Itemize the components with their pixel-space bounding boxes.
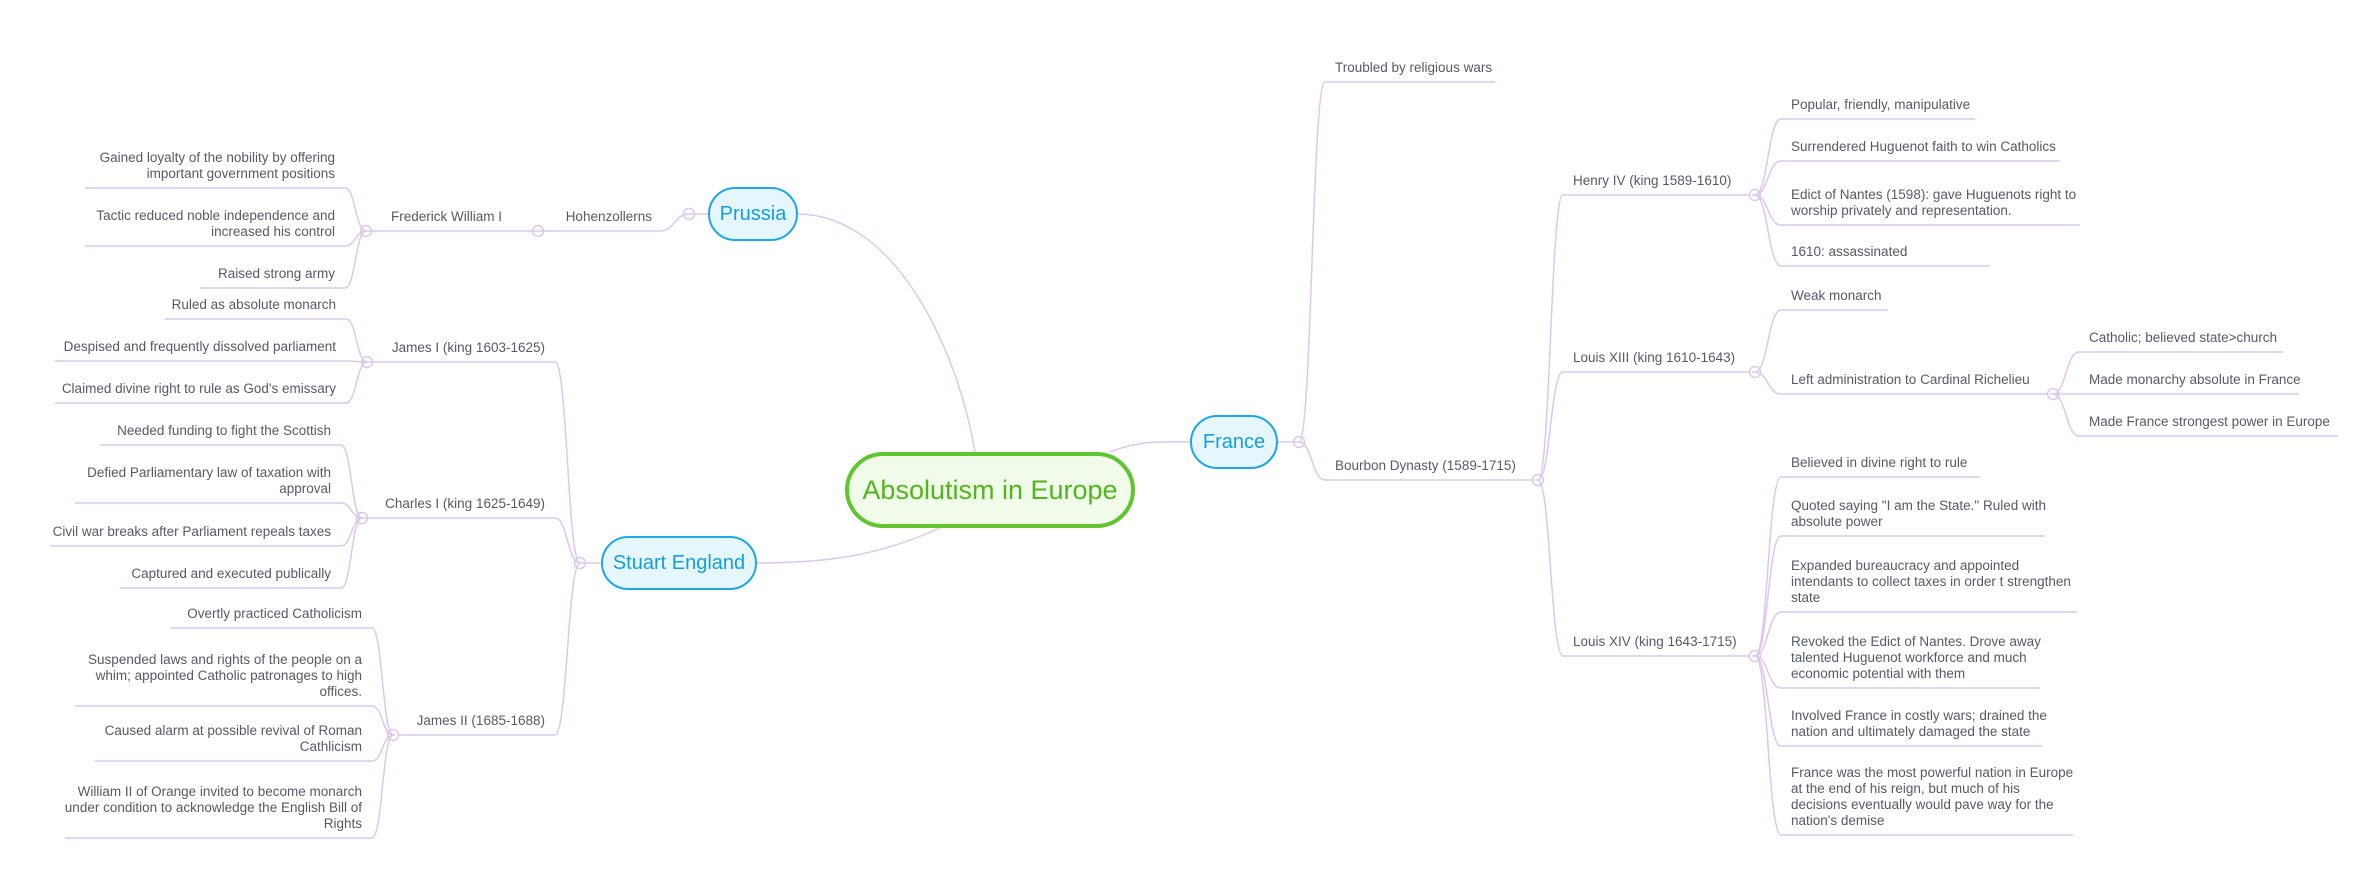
connector-line bbox=[344, 230, 367, 289]
connector-line bbox=[371, 627, 394, 736]
topic-stuart-england[interactable]: Stuart England bbox=[601, 536, 757, 590]
leaf-item[interactable]: William II of Orange invited to become m… bbox=[64, 784, 362, 831]
connector-line bbox=[1537, 479, 1564, 657]
connector-line bbox=[345, 318, 368, 363]
connector-line bbox=[2052, 393, 2080, 437]
connector-line bbox=[1754, 118, 1782, 196]
leaf-item[interactable]: Tactic reduced noble independence and in… bbox=[96, 208, 335, 239]
connector-line bbox=[1754, 371, 1782, 395]
connector-line bbox=[1754, 535, 1782, 657]
leaf-item[interactable]: Quoted saying "I am the State." Ruled wi… bbox=[1791, 498, 2046, 529]
leaf-item[interactable]: Edict of Nantes (1598): gave Huguenots r… bbox=[1791, 187, 2077, 218]
topic-charles-i[interactable]: Charles I (king 1625-1649) bbox=[385, 496, 545, 511]
leaf-item[interactable]: Suspended laws and rights of the people … bbox=[88, 652, 362, 699]
leaf-item[interactable]: Gained loyalty of the nobility by offeri… bbox=[99, 150, 335, 181]
connector-line bbox=[1754, 655, 1782, 747]
topic-cardinal-richelieu[interactable]: Left administration to Cardinal Richelie… bbox=[1791, 372, 2030, 387]
leaf-item[interactable]: Weak monarch bbox=[1791, 288, 1882, 303]
leaf-item[interactable]: Defied Parliamentary law of taxation wit… bbox=[87, 465, 331, 496]
connector-line bbox=[1298, 81, 1326, 443]
topic-prussia[interactable]: Prussia bbox=[708, 187, 798, 241]
connector-line bbox=[371, 734, 394, 839]
connector-line bbox=[340, 444, 363, 519]
topic-hohenzollerns[interactable]: Hohenzollerns bbox=[565, 209, 652, 224]
connector-line bbox=[554, 517, 581, 564]
root-topic[interactable]: Absolutism in Europe bbox=[845, 452, 1135, 528]
topic-james-i[interactable]: James I (king 1603-1625) bbox=[391, 340, 545, 355]
connector-line bbox=[1537, 194, 1564, 481]
leaf-item[interactable]: Made monarchy absolute in France bbox=[2089, 372, 2301, 387]
connector-line bbox=[345, 361, 368, 404]
connector-line bbox=[1298, 441, 1326, 481]
connector-line bbox=[554, 361, 581, 564]
leaf-item[interactable]: Revoked the Edict of Nantes. Drove away … bbox=[1791, 634, 2041, 681]
leaf-item[interactable]: Made France strongest power in Europe bbox=[2089, 414, 2330, 429]
topic-frederick-william-i[interactable]: Frederick William I bbox=[390, 209, 502, 224]
connector-line bbox=[1754, 160, 1782, 196]
leaf-item[interactable]: Civil war breaks after Parliament repeal… bbox=[52, 524, 331, 539]
leaf-item[interactable]: Needed funding to fight the Scottish bbox=[117, 423, 331, 438]
leaf-item[interactable]: Claimed divine right to rule as God's em… bbox=[61, 381, 336, 396]
connector-line bbox=[1754, 611, 1782, 657]
leaf-item[interactable]: Overtly practiced Catholicism bbox=[187, 606, 362, 621]
connector-line bbox=[659, 213, 690, 232]
leaf-item[interactable]: Believed in divine right to rule bbox=[1791, 455, 1968, 470]
connector-line bbox=[1537, 371, 1564, 481]
connector-line bbox=[340, 502, 363, 519]
connector-line bbox=[1109, 441, 1191, 453]
topic-bourbon-dynasty[interactable]: Bourbon Dynasty (1589-1715) bbox=[1335, 458, 1516, 473]
connector-line bbox=[2052, 351, 2080, 395]
connector-line bbox=[797, 213, 976, 453]
connector-line bbox=[1754, 655, 1782, 836]
leaf-item[interactable]: Expanded bureaucracy and appointed inten… bbox=[1791, 558, 2071, 605]
leaf-item[interactable]: Popular, friendly, manipulative bbox=[1791, 97, 1971, 112]
leaf-item[interactable]: Raised strong army bbox=[217, 266, 335, 281]
connector-line bbox=[1754, 309, 1782, 373]
leaf-item[interactable]: Ruled as absolute monarch bbox=[171, 297, 336, 312]
topic-troubled-by-religious-wars[interactable]: Troubled by religious wars bbox=[1335, 60, 1493, 75]
topic-james-ii[interactable]: James II (1685-1688) bbox=[416, 713, 545, 728]
leaf-item[interactable]: Surrendered Huguenot faith to win Cathol… bbox=[1791, 139, 2056, 154]
leaf-item[interactable]: Catholic; believed state>church bbox=[2089, 330, 2277, 345]
leaf-item[interactable]: Captured and executed publically bbox=[131, 566, 331, 581]
topic-henry-iv[interactable]: Henry IV (king 1589-1610) bbox=[1573, 173, 1732, 188]
topic-france[interactable]: France bbox=[1190, 415, 1278, 469]
connector-line bbox=[371, 705, 394, 736]
leaf-item[interactable]: Caused alarm at possible revival of Roma… bbox=[104, 723, 362, 754]
connector-line bbox=[756, 527, 941, 564]
connector-line bbox=[340, 517, 363, 589]
topic-louis-xiv[interactable]: Louis XIV (king 1643-1715) bbox=[1573, 634, 1737, 649]
connector-line bbox=[344, 187, 367, 232]
connector-line bbox=[554, 562, 581, 736]
leaf-item[interactable]: Involved France in costly wars; drained … bbox=[1791, 708, 2047, 739]
leaf-item[interactable]: 1610: assassinated bbox=[1791, 244, 1908, 259]
topic-louis-xiii[interactable]: Louis XIII (king 1610-1643) bbox=[1573, 350, 1736, 365]
leaf-item[interactable]: France was the most powerful nation in E… bbox=[1791, 765, 2074, 828]
connector-line bbox=[1754, 194, 1782, 267]
leaf-item[interactable]: Despised and frequently dissolved parlia… bbox=[63, 339, 336, 354]
connector-line bbox=[1754, 476, 1782, 657]
